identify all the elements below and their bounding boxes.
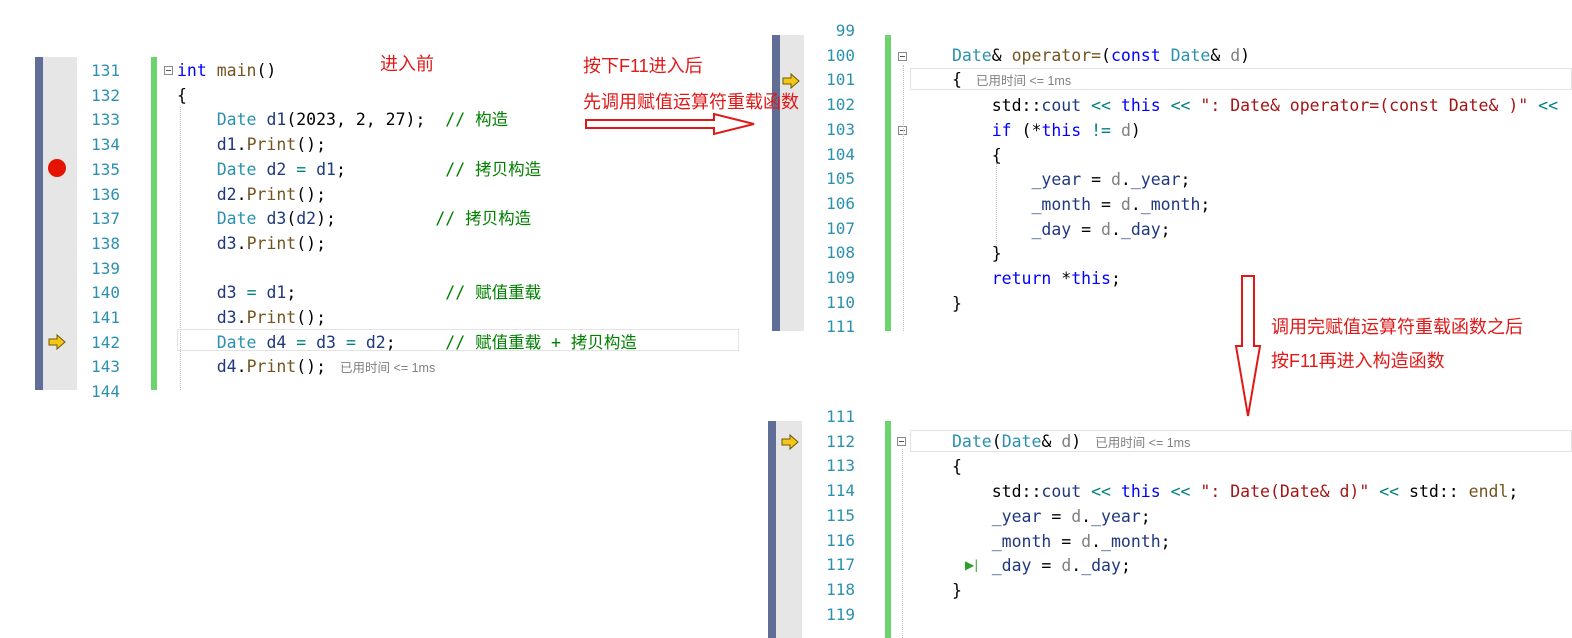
line-number: 105 [826, 169, 855, 189]
line-number: 114 [826, 481, 855, 501]
yellow-arrow-icon [48, 333, 66, 351]
elapsed-time-hint: 已用时间 <= 1ms [340, 361, 436, 376]
code-area-main[interactable]: int main() { Date d1(2023, 2, 27); // 构造… [177, 61, 637, 377]
line-number: 139 [91, 258, 120, 278]
down-arrow-icon [1234, 275, 1262, 417]
line-number: 138 [91, 233, 120, 253]
annotation-after-assign-line1: 调用完赋值运算符重载函数之后 [1271, 317, 1523, 337]
indent-guide [902, 449, 903, 638]
annotation-after-f11-line1: 按下F11进入后 [583, 56, 703, 76]
elapsed-time-hint: 已用时间 <= 1ms [1095, 435, 1191, 450]
line-number: 131 [91, 61, 120, 80]
line-number: 116 [826, 530, 855, 550]
line-number: 111 [826, 407, 855, 426]
line-number: 135 [91, 159, 120, 179]
line-number: 113 [826, 456, 855, 476]
collapse-minus-icon[interactable] [164, 66, 173, 75]
yellow-arrow-icon [781, 433, 799, 451]
line-number: 106 [826, 193, 855, 213]
indent-guide [180, 107, 181, 390]
code-comment: // 拷贝构造 [445, 159, 542, 179]
indicator-margin[interactable] [776, 421, 802, 638]
collapse-minus-icon[interactable] [898, 126, 907, 135]
gutter-margin-bar [35, 57, 43, 390]
line-number: 104 [826, 144, 855, 164]
editor-panel-operator: 99 100 101 102 103 104 105 106 107 108 1… [772, 21, 1572, 336]
run-to-click-icon[interactable]: ▶| [965, 558, 979, 572]
code-area-ctor[interactable]: Date(Date& d)已用时间 <= 1ms { std::cout << … [952, 431, 1519, 600]
line-number: 115 [826, 505, 855, 525]
line-number: 108 [826, 243, 855, 263]
code-area-operator[interactable]: Date& operator=(const Date& d) {已用时间 <= … [952, 45, 1559, 313]
line-number: 136 [91, 184, 120, 204]
change-tracking-bar [885, 35, 891, 331]
editor-panel-main: 131 132 133 134 135 136 137 138 139 140 … [35, 57, 739, 401]
collapse-minus-icon[interactable] [897, 437, 906, 446]
line-number: 112 [826, 431, 855, 451]
collapse-minus-icon[interactable] [898, 52, 907, 61]
indent-guide [996, 163, 997, 249]
change-tracking-bar [151, 57, 157, 390]
code-comment: // 赋值重载 [445, 283, 542, 303]
line-number: 111 [826, 317, 855, 337]
right-arrow-icon [585, 112, 755, 136]
line-number: 119 [826, 604, 855, 624]
line-number: 110 [826, 292, 855, 312]
yellow-arrow-icon [782, 72, 800, 90]
line-number: 103 [826, 119, 855, 139]
line-number: 101 [826, 70, 855, 90]
breakpoint-dot-icon[interactable] [48, 159, 66, 177]
code-comment: // 赋值重载 + 拷贝构造 [445, 332, 637, 352]
annotation-after-assign-line2: 按F11再进入构造函数 [1271, 351, 1445, 371]
indent-guide [903, 65, 904, 331]
indicator-margin[interactable] [43, 57, 77, 390]
line-number: 142 [91, 332, 120, 352]
code-comment: // 拷贝构造 [435, 209, 532, 229]
line-number: 140 [91, 283, 120, 303]
line-number: 99 [835, 21, 855, 40]
change-tracking-bar [885, 421, 891, 638]
current-line-highlight [177, 329, 739, 351]
line-number: 109 [826, 268, 855, 287]
line-number: 117 [826, 555, 855, 575]
line-number: 137 [91, 209, 120, 229]
line-number: 132 [91, 85, 120, 105]
line-number: 100 [826, 45, 855, 65]
annotation-after-f11-line2: 先调用赋值运算符重载函数 [583, 92, 799, 112]
editor-panel-ctor: 111 112 113 114 115 116 117 118 119 ▶| D… [768, 407, 1572, 638]
elapsed-time-hint: 已用时间 <= 1ms [975, 74, 1072, 89]
line-number: 102 [826, 95, 855, 115]
line-number: 141 [91, 308, 120, 327]
gutter-margin-bar [772, 35, 780, 331]
annotation-before-enter: 进入前 [380, 54, 434, 74]
line-number: 107 [826, 218, 855, 238]
line-number: 144 [91, 382, 120, 402]
line-number: 118 [826, 579, 855, 599]
line-number: 134 [91, 135, 120, 155]
code-comment: // 构造 [445, 110, 509, 130]
gutter-margin-bar [768, 421, 776, 638]
line-number: 143 [91, 357, 120, 377]
line-number: 133 [91, 110, 120, 130]
